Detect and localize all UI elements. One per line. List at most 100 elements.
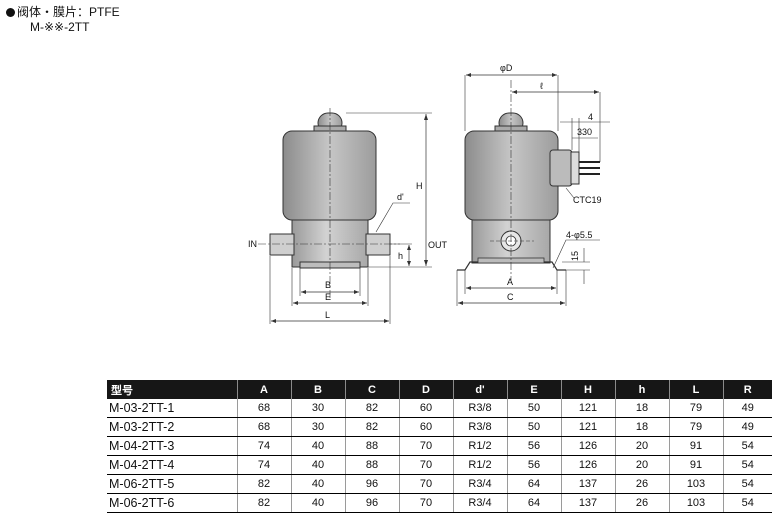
value-cell: 26 [615, 493, 670, 513]
col-header: A [237, 380, 292, 399]
value-cell: 68 [237, 399, 292, 418]
value-cell: 88 [345, 436, 400, 456]
h-dim-label: H [416, 181, 423, 191]
value-cell: 30 [291, 417, 346, 437]
col-header: h [615, 380, 670, 399]
value-cell: 26 [615, 474, 670, 494]
value-cell: 54 [723, 455, 772, 475]
four-label: 4 [588, 112, 593, 122]
col-header: 型号 [107, 380, 238, 399]
value-cell: 88 [345, 455, 400, 475]
l-dim-label: L [325, 310, 330, 320]
value-cell: 70 [399, 455, 454, 475]
value-cell: 40 [291, 493, 346, 513]
material-text: 阀体・膜片：PTFE [17, 5, 120, 19]
e-dim-label: E [325, 292, 331, 302]
table-header-row: 型号 A B C D d' E H h L R [107, 380, 772, 399]
model-cell: M-04-2TT-4 [107, 455, 238, 475]
value-cell: 121 [561, 399, 616, 418]
value-cell: 74 [237, 436, 292, 456]
b-dim-label: B [325, 280, 331, 290]
h-small-dim-label: h [398, 251, 403, 261]
value-cell: 64 [507, 493, 562, 513]
value-cell: 50 [507, 417, 562, 437]
side-view: φD ℓ 4 330 CTC19 4-φ5.5 15 A C [456, 63, 610, 306]
value-cell: 126 [561, 455, 616, 475]
value-cell: 79 [669, 399, 724, 418]
value-cell: 40 [291, 436, 346, 456]
col-header: L [669, 380, 724, 399]
value-cell: 18 [615, 399, 670, 418]
330-label: 330 [577, 127, 592, 137]
ell-label: ℓ [540, 81, 544, 91]
value-cell: 96 [345, 493, 400, 513]
value-cell: 96 [345, 474, 400, 494]
fifteen-label: 15 [570, 251, 580, 261]
value-cell: 121 [561, 417, 616, 437]
value-cell: 82 [237, 474, 292, 494]
col-header: C [345, 380, 400, 399]
value-cell: 56 [507, 436, 562, 456]
value-cell: 30 [291, 399, 346, 418]
value-cell: 79 [669, 417, 724, 437]
value-cell: 60 [399, 417, 454, 437]
col-header: D [399, 380, 454, 399]
material-note: 阀体・膜片：PTFE [6, 5, 120, 19]
value-cell: 20 [615, 455, 670, 475]
value-cell: 40 [291, 455, 346, 475]
ctc-label: CTC19 [573, 195, 602, 205]
value-cell: 82 [237, 493, 292, 513]
value-cell: 56 [507, 455, 562, 475]
value-cell: 49 [723, 417, 772, 437]
a-dim-label: A [507, 277, 513, 287]
value-cell: 126 [561, 436, 616, 456]
col-header: H [561, 380, 616, 399]
value-cell: 68 [237, 417, 292, 437]
value-cell: R3/8 [453, 417, 508, 437]
value-cell: 64 [507, 474, 562, 494]
value-cell: 82 [345, 417, 400, 437]
value-cell: R3/8 [453, 399, 508, 418]
out-label: OUT [428, 240, 448, 250]
model-cell: M-04-2TT-3 [107, 436, 238, 456]
value-cell: 70 [399, 474, 454, 494]
c-dim-label: C [507, 292, 514, 302]
col-header: d' [453, 380, 508, 399]
value-cell: R3/4 [453, 493, 508, 513]
bullet-icon [6, 8, 15, 17]
col-header: B [291, 380, 346, 399]
value-cell: 137 [561, 493, 616, 513]
model-cell: M-06-2TT-5 [107, 474, 238, 494]
value-cell: R1/2 [453, 436, 508, 456]
model-cell: M-06-2TT-6 [107, 493, 238, 513]
value-cell: 40 [291, 474, 346, 494]
valve-drawings: IN OUT H h d' B E L [248, 63, 610, 324]
hole-label: 4-φ5.5 [566, 230, 592, 240]
model-pattern: M-※※-2TT [30, 20, 90, 34]
value-cell: 60 [399, 399, 454, 418]
value-cell: 103 [669, 474, 724, 494]
thread-label: d' [397, 192, 404, 202]
value-cell: 18 [615, 417, 670, 437]
value-cell: 70 [399, 493, 454, 513]
value-cell: 91 [669, 455, 724, 475]
col-header: E [507, 380, 562, 399]
value-cell: 54 [723, 493, 772, 513]
model-cell: M-03-2TT-2 [107, 417, 238, 437]
value-cell: 103 [669, 493, 724, 513]
value-cell: 70 [399, 436, 454, 456]
in-label: IN [248, 239, 257, 249]
value-cell: 20 [615, 436, 670, 456]
value-cell: 54 [723, 436, 772, 456]
value-cell: 91 [669, 436, 724, 456]
value-cell: 137 [561, 474, 616, 494]
value-cell: R3/4 [453, 474, 508, 494]
